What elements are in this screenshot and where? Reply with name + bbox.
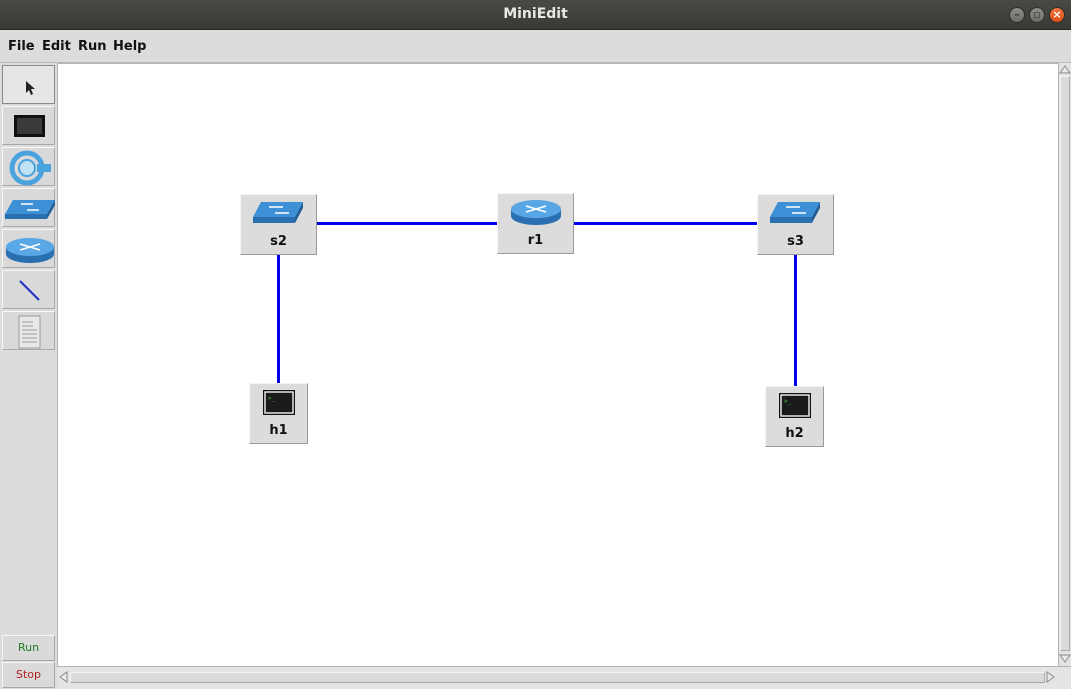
link-s2-r1[interactable] xyxy=(317,222,498,225)
stop-button[interactable]: Stop xyxy=(2,662,55,688)
router-icon xyxy=(511,200,561,225)
menu-edit[interactable]: Edit xyxy=(42,39,71,54)
link-s2-h1[interactable] xyxy=(277,254,280,384)
link-r1-s3[interactable] xyxy=(574,222,757,225)
switch-icon xyxy=(253,202,303,223)
menu-run[interactable]: Run xyxy=(78,39,107,54)
link-icon xyxy=(19,280,40,301)
cursor-icon xyxy=(26,81,35,95)
minimize-button[interactable]: – xyxy=(1009,7,1025,23)
vertical-scroll-thumb[interactable] xyxy=(1060,76,1070,651)
server-icon xyxy=(18,315,41,349)
menu-help[interactable]: Help xyxy=(113,39,147,54)
svg-text:>_: >_ xyxy=(784,398,792,405)
router-icon xyxy=(6,238,54,263)
switch-tool-button[interactable] xyxy=(2,188,55,227)
terminal-icon: >_ xyxy=(779,393,811,418)
scroll-down-icon[interactable] xyxy=(1059,653,1071,665)
topology-canvas[interactable]: s2 r1 s3 >_ h1 >_ xyxy=(57,63,1058,666)
svg-text:>_: >_ xyxy=(268,395,276,402)
node-s3[interactable]: s3 xyxy=(757,194,834,255)
switch-icon xyxy=(770,202,820,223)
controller-tool-button[interactable] xyxy=(2,147,55,186)
scroll-up-icon[interactable] xyxy=(1059,63,1071,75)
node-label: s3 xyxy=(787,234,804,249)
node-label: s2 xyxy=(270,234,287,249)
link-s3-h2[interactable] xyxy=(794,254,797,387)
scroll-right-icon[interactable] xyxy=(1045,667,1057,689)
title-bar: MiniEdit – ▫ × xyxy=(0,0,1071,30)
node-label: h2 xyxy=(785,426,804,441)
controller-icon xyxy=(9,150,51,186)
scroll-left-icon[interactable] xyxy=(57,667,69,689)
run-button[interactable]: Run xyxy=(2,635,55,661)
horizontal-scrollbar[interactable] xyxy=(57,666,1071,689)
close-icon: × xyxy=(1052,8,1062,21)
link-tool-button[interactable] xyxy=(2,270,55,309)
host-tool-button[interactable] xyxy=(2,106,55,145)
node-r1[interactable]: r1 xyxy=(497,193,574,254)
node-h1[interactable]: >_ h1 xyxy=(249,383,308,444)
maximize-icon: ▫ xyxy=(1033,8,1041,21)
node-h2[interactable]: >_ h2 xyxy=(765,386,824,447)
node-s2[interactable]: s2 xyxy=(240,194,317,255)
host-icon xyxy=(14,115,45,137)
node-label: r1 xyxy=(527,233,544,248)
window-title: MiniEdit xyxy=(503,6,568,22)
vertical-scrollbar[interactable] xyxy=(1058,63,1071,666)
node-label: h1 xyxy=(269,423,288,438)
close-button[interactable]: × xyxy=(1049,7,1065,23)
switch-icon xyxy=(5,200,55,219)
tool-palette: Run Stop xyxy=(0,63,57,689)
horizontal-scroll-thumb[interactable] xyxy=(70,672,1045,683)
select-tool-button[interactable] xyxy=(2,65,55,104)
terminal-icon: >_ xyxy=(263,390,295,415)
maximize-button[interactable]: ▫ xyxy=(1029,7,1045,23)
minimize-icon: – xyxy=(1014,8,1020,21)
router-tool-button[interactable] xyxy=(2,229,55,268)
menu-file[interactable]: File xyxy=(8,39,35,54)
netlink-tool-button[interactable] xyxy=(2,311,55,350)
menu-bar: File Edit Run Help xyxy=(0,31,1071,63)
